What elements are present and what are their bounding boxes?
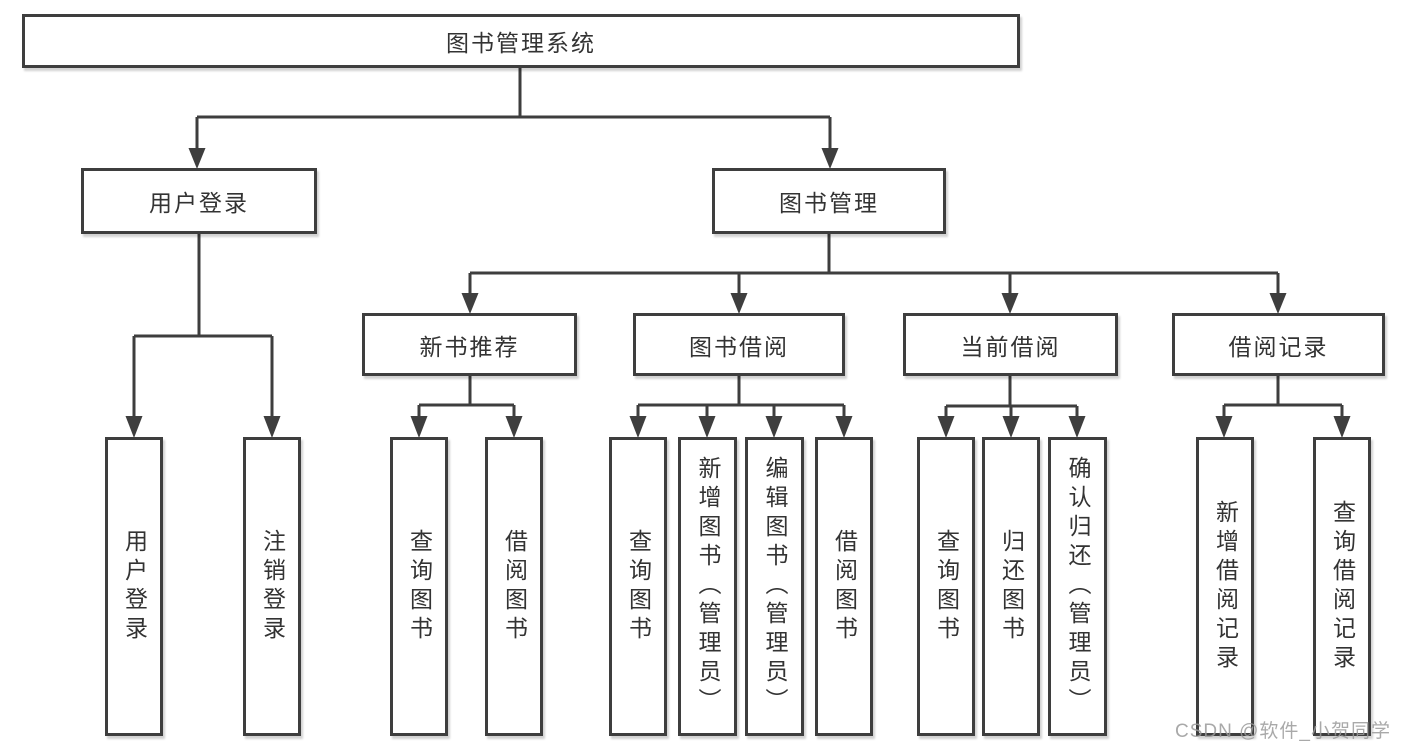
leaf-newbooks-borrow-label: 借阅图书 xyxy=(501,528,528,645)
node-user-login: 用户登录 xyxy=(81,168,317,234)
leaf-currentborrow-confirm: 确认归还（管理员） xyxy=(1048,437,1107,736)
node-current-borrow: 当前借阅 xyxy=(903,313,1118,376)
connector-user-login-to-leaves xyxy=(125,233,281,438)
leaf-bookborrow-add: 新增图书（管理员） xyxy=(678,437,737,736)
node-root-system-label: 图书管理系统 xyxy=(446,30,596,56)
connector-new-books-to-leaves xyxy=(410,375,523,438)
node-book-mgmt-label: 图书管理 xyxy=(779,190,879,216)
connector-root-to-level2 xyxy=(188,67,839,169)
leaf-user-login: 用户登录 xyxy=(105,437,163,736)
leaf-currentborrow-query-label: 查询图书 xyxy=(933,528,960,645)
node-new-books: 新书推荐 xyxy=(362,313,577,376)
leaf-bookborrow-borrow-label: 借阅图书 xyxy=(831,528,858,645)
node-root-system: 图书管理系统 xyxy=(22,14,1020,68)
node-book-borrow: 图书借阅 xyxy=(633,313,845,376)
connector-book-borrow-to-leaves xyxy=(629,375,853,438)
leaf-bookborrow-add-label: 新增图书（管理员） xyxy=(695,456,721,717)
node-borrow-records-label: 借阅记录 xyxy=(1228,333,1329,360)
leaf-newbooks-borrow: 借阅图书 xyxy=(485,437,543,736)
leaf-newbooks-query: 查询图书 xyxy=(390,437,448,736)
leaf-records-add-label: 新增借阅记录 xyxy=(1212,499,1239,674)
node-book-mgmt: 图书管理 xyxy=(712,168,946,234)
leaf-records-query: 查询借阅记录 xyxy=(1313,437,1371,736)
leaf-currentborrow-query: 查询图书 xyxy=(917,437,975,736)
node-borrow-records: 借阅记录 xyxy=(1172,313,1385,376)
leaf-currentborrow-return: 归还图书 xyxy=(982,437,1040,736)
node-current-borrow-label: 当前借阅 xyxy=(960,333,1061,360)
leaf-bookborrow-query: 查询图书 xyxy=(609,437,667,736)
leaf-bookborrow-edit-label: 编辑图书（管理员） xyxy=(762,456,788,717)
connector-current-borrow-to-leaves xyxy=(937,375,1086,438)
leaf-records-query-label: 查询借阅记录 xyxy=(1329,499,1356,674)
connector-book-mgmt-to-level3 xyxy=(461,233,1287,314)
leaf-bookborrow-edit: 编辑图书（管理员） xyxy=(745,437,804,736)
node-new-books-label: 新书推荐 xyxy=(419,333,520,360)
leaf-user-login-label: 用户登录 xyxy=(121,528,148,645)
node-book-borrow-label: 图书借阅 xyxy=(689,333,789,360)
leaf-logout-label: 注销登录 xyxy=(259,528,286,645)
connector-borrow-records-to-leaves xyxy=(1215,375,1351,438)
leaf-logout: 注销登录 xyxy=(243,437,301,736)
csdn-watermark: CSDN @软件_小贺同学 xyxy=(1175,721,1391,742)
leaf-records-add: 新增借阅记录 xyxy=(1196,437,1254,736)
leaf-newbooks-query-label: 查询图书 xyxy=(406,528,433,645)
leaf-bookborrow-query-label: 查询图书 xyxy=(625,528,652,645)
leaf-currentborrow-return-label: 归还图书 xyxy=(998,528,1025,645)
node-user-login-label: 用户登录 xyxy=(149,190,249,216)
leaf-currentborrow-confirm-label: 确认归还（管理员） xyxy=(1065,456,1091,717)
leaf-bookborrow-borrow: 借阅图书 xyxy=(815,437,873,736)
